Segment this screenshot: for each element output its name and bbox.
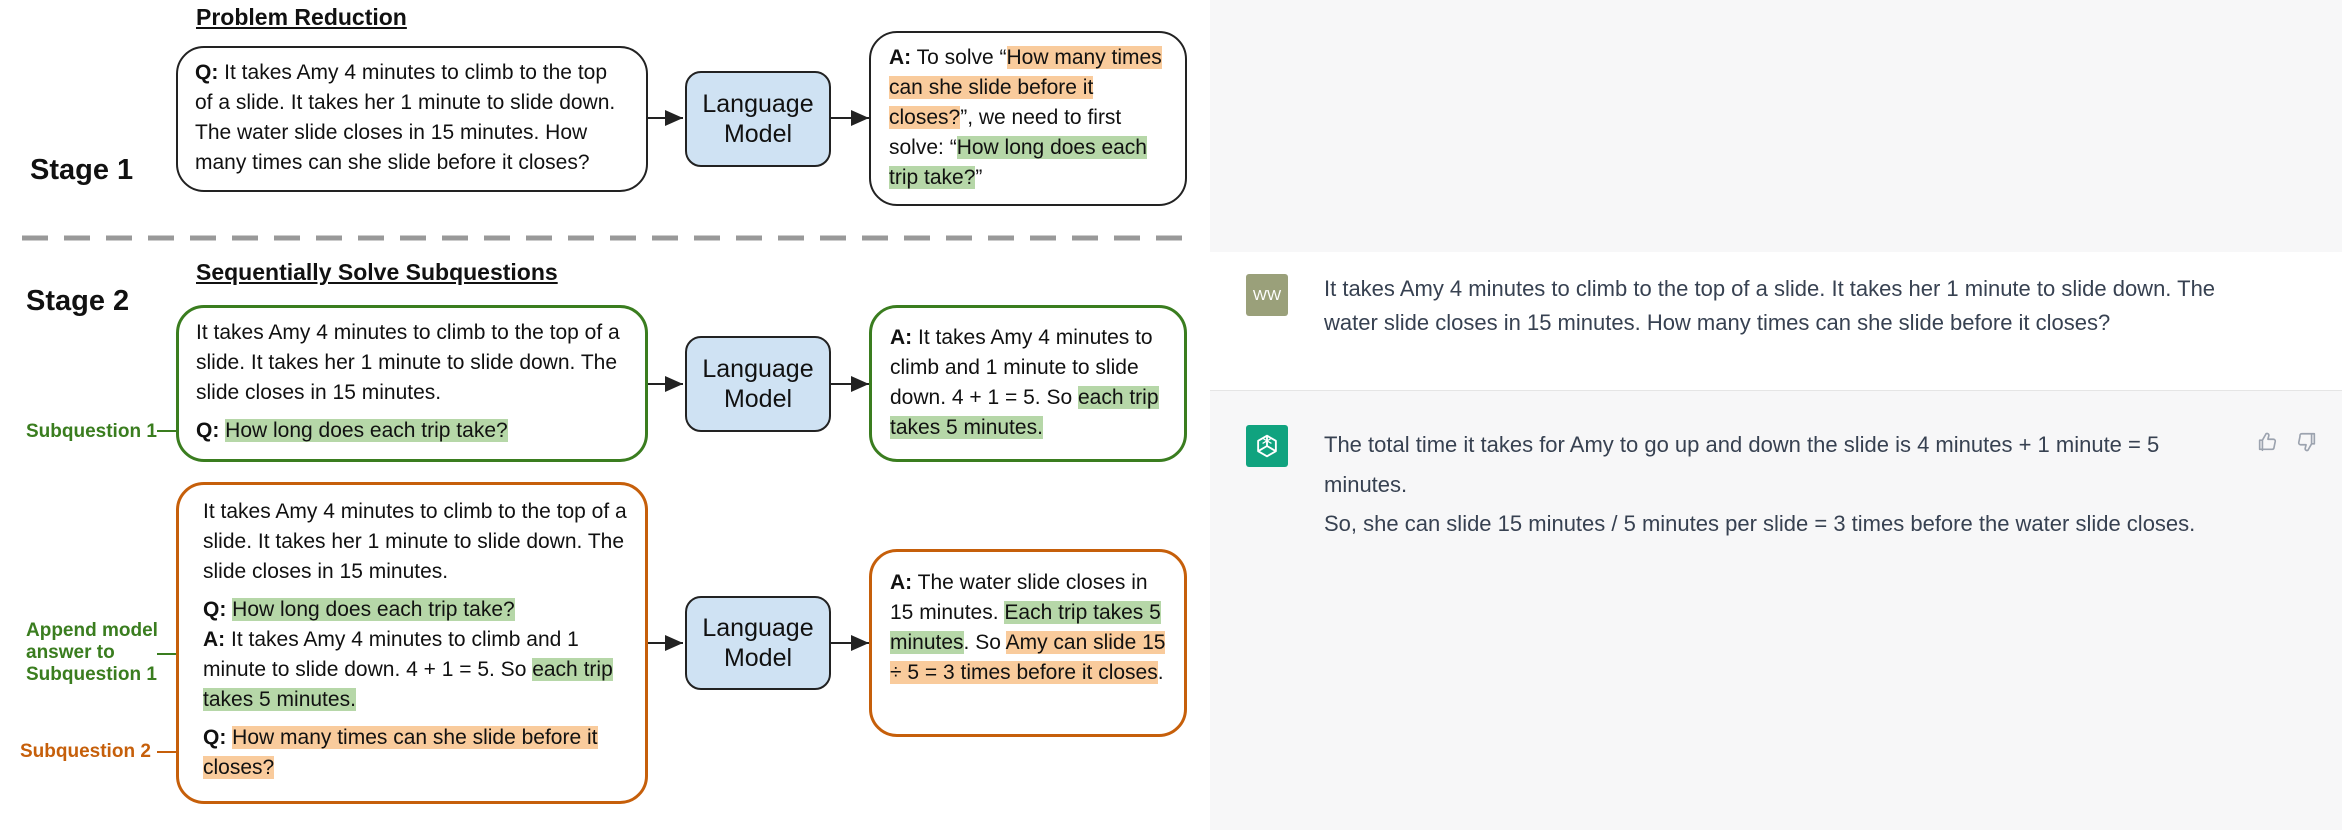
stage1-question-text: Q: It takes Amy 4 minutes to climb to th…	[195, 61, 616, 174]
assistant-message-row: The total time it takes for Amy to go up…	[1210, 391, 2342, 579]
stage2-title: Sequentially Solve Subquestions	[196, 259, 558, 285]
subquestion2-label: Subquestion 2	[20, 741, 151, 762]
chat-panel: WW It takes Amy 4 minutes to climb to th…	[1210, 0, 2342, 830]
stage2-box2-answer: A: It takes Amy 4 minutes to climb and 1…	[203, 628, 613, 711]
user-message-text: It takes Amy 4 minutes to climb to the t…	[1324, 276, 2216, 335]
stage2-label: Stage 2	[26, 285, 130, 317]
append-answer-label: Append model answer to Subquestion 1	[26, 620, 158, 685]
stage2-box2: It takes Amy 4 minutes to climb to the t…	[176, 482, 648, 804]
stage2-box1: It takes Amy 4 minutes to climb to the t…	[176, 305, 648, 462]
thumbs-up-icon[interactable]	[2256, 431, 2278, 453]
stage1-answer-box: A: To solve “How many times can she slid…	[869, 31, 1187, 206]
diagram-connectors	[22, 110, 1192, 753]
stage1-title: Problem Reduction	[196, 4, 407, 30]
user-message-row: WW It takes Amy 4 minutes to climb to th…	[1210, 252, 2342, 391]
user-avatar: WW	[1246, 274, 1288, 316]
stage2-box2-question2: Q: How many times can she slide before i…	[203, 726, 598, 779]
openai-logo-icon	[1246, 425, 1288, 467]
stage2-box2-question1: Q: How long does each trip take?	[203, 598, 515, 621]
stage2-box2-context: It takes Amy 4 minutes to climb to the t…	[203, 500, 627, 583]
diagram: Stage 1 Problem Reduction Q: It takes Am…	[20, 4, 1192, 804]
assistant-message-p2: So, she can slide 15 minutes / 5 minutes…	[1324, 511, 2196, 536]
stage2-answer1-box: A: It takes Amy 4 minutes to climb and 1…	[869, 305, 1187, 462]
stage1-answer-text: A: To solve “How many times can she slid…	[889, 46, 1162, 189]
thumbs-down-icon[interactable]	[2296, 431, 2318, 453]
stage2-answer1-text: A: It takes Amy 4 minutes to climb and 1…	[890, 326, 1159, 439]
stage2-answer2-text: A: The water slide closes in 15 minutes.…	[890, 571, 1166, 684]
stage2-box1-context: It takes Amy 4 minutes to climb to the t…	[196, 321, 620, 404]
stage2-answer2-box: A: The water slide closes in 15 minutes.…	[869, 549, 1187, 737]
assistant-message-p1: The total time it takes for Amy to go up…	[1324, 432, 2160, 497]
stage1-label: Stage 1	[30, 154, 134, 186]
subquestion1-label: Subquestion 1	[26, 421, 157, 442]
stage1-question-box: Q: It takes Amy 4 minutes to climb to th…	[176, 46, 648, 192]
stage2-box1-question: Q: How long does each trip take?	[196, 419, 508, 442]
